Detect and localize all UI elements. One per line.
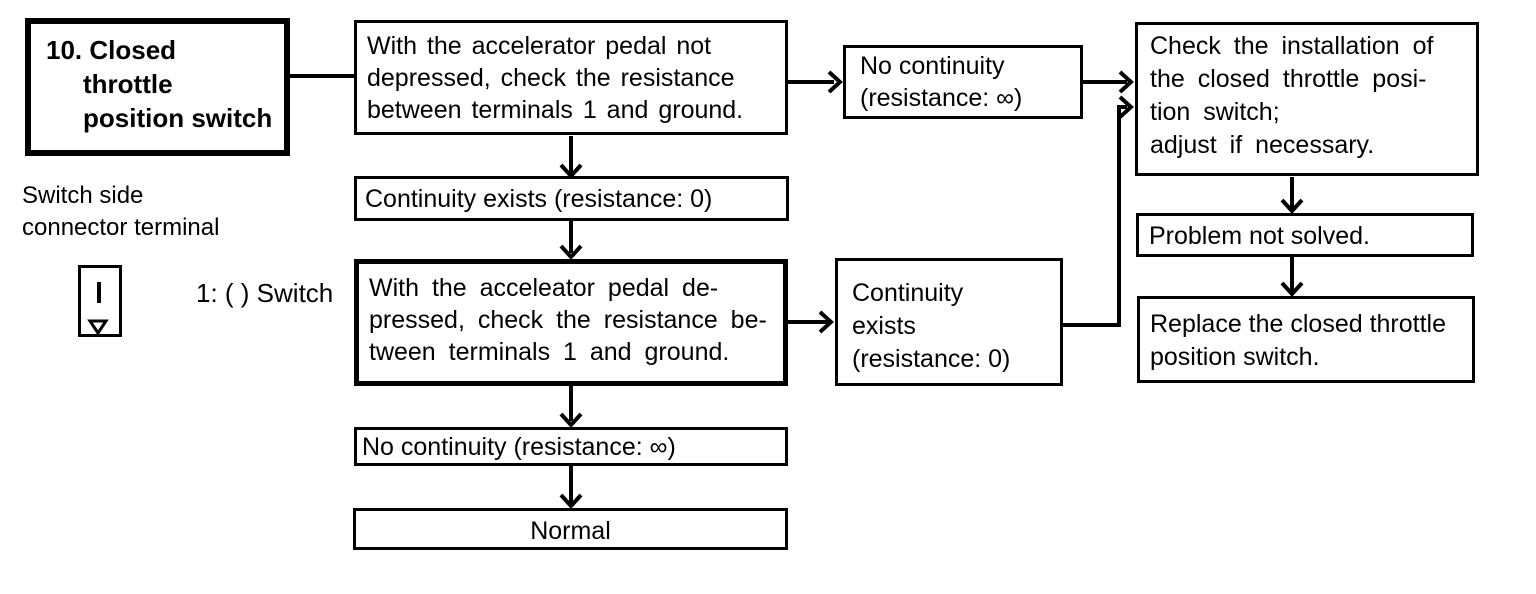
result-box-continuity-exists: Continuity exists (resistance: 0) [354,176,789,221]
line-continuity-elbow-horizontal [1063,323,1121,327]
arrowhead-right-icon [827,70,843,94]
normal-box: Normal [353,508,788,550]
result-box-no-continuity: No continuity (resistance: ∞) [354,427,788,466]
arrowhead-right-icon [818,310,834,334]
arrowhead-down-icon [559,412,583,428]
line-continuity-elbow-vertical [1117,105,1121,327]
start-box-closed-throttle-position-switch: 10. Closed throttle position switch [25,18,290,156]
status-box-problem-not-solved: Problem not solved. [1136,213,1474,257]
arrowhead-down-icon [1280,198,1304,214]
line-result1-to-step2 [569,221,573,253]
arrowhead-down-icon [1280,281,1304,297]
arrowhead-down-icon [559,163,583,179]
line-continuity-elbow-stub [1117,105,1127,109]
line-result2-to-normal [569,466,573,503]
arrowhead-down-icon [559,493,583,509]
line-check-to-problem [1290,177,1294,208]
step-box-pedal-depressed: With the acceleator pedal de- pressed, c… [354,259,788,386]
line-problem-to-replace [1290,257,1294,291]
arrowhead-right-icon [1118,95,1134,119]
action-box-replace-switch: Replace the closed throttle position swi… [1137,296,1475,383]
arrowhead-right-icon [1118,70,1134,94]
terminal-label: 1: ( ) Switch [196,278,334,308]
line-step2-to-result2 [569,386,573,421]
line-step2-to-continuity [788,320,828,324]
line-no-continuity-to-check [1083,80,1127,84]
arrowhead-down-icon [559,244,583,260]
terminal-1-slot [97,282,101,303]
step-box-pedal-not-depressed: With the accelerator pedal not depressed… [354,20,788,135]
line-start-to-step1 [288,74,354,78]
connector-caption: Switch side connector terminal [22,182,220,241]
branch-box-no-continuity-infinity: No continuity (resistance: ∞) [843,45,1083,119]
line-step1-to-no-continuity [788,80,834,84]
branch-box-continuity-zero: Continuity exists (resistance: 0) [835,258,1063,386]
action-box-check-installation: Check the installation of the closed thr… [1135,22,1479,176]
line-step1-to-result1 [569,136,573,174]
connector-key-triangle-icon [87,319,109,336]
